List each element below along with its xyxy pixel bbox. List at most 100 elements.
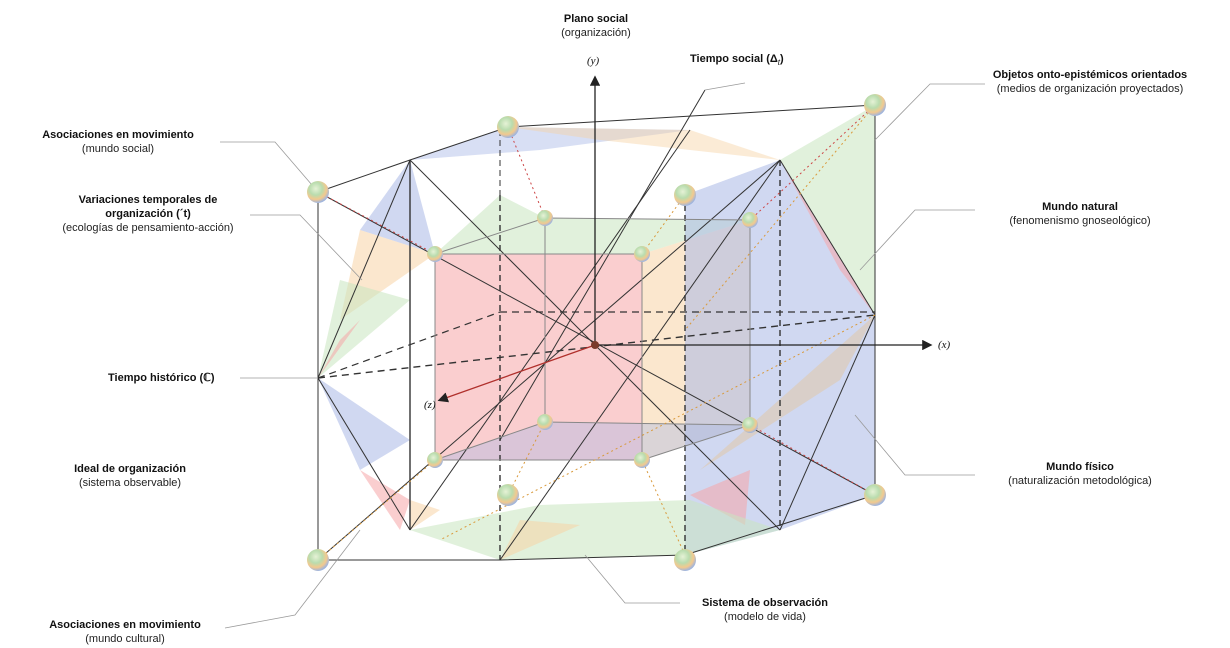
label-plano-social: Plano social (organización)	[548, 12, 644, 40]
label-tiempo-historico: Tiempo histórico (ℂ)	[108, 371, 214, 385]
sphere-outer-top-mid	[497, 116, 519, 138]
sphere-outer-top-right	[864, 94, 886, 116]
dot-orange-4	[641, 194, 686, 255]
label-objetos-title: Objetos onto-epistémicos orientados	[992, 69, 1188, 81]
label-tiempo-social-close: )	[780, 53, 784, 65]
diag-4	[499, 159, 781, 561]
right-lower-red	[690, 470, 750, 525]
label-tiempo-social-title: Tiempo social (Δ	[690, 53, 778, 65]
sphere-outer-top-left	[307, 181, 329, 203]
diag-5	[409, 129, 691, 531]
label-ideal: Ideal de organización (sistema observabl…	[30, 462, 230, 490]
label-asoc-cultural-title: Asociaciones en movimiento	[49, 619, 201, 631]
label-asoc-cultural-sub: (mundo cultural)	[85, 633, 165, 645]
bottom-green-strip	[410, 500, 780, 560]
left-blue-tri	[360, 160, 435, 254]
sphere-inner-bl	[427, 452, 443, 468]
origin-point	[591, 341, 599, 349]
label-asoc-social-sub: (mundo social)	[81, 143, 155, 155]
central-square-outline	[434, 253, 643, 461]
left-green-tri	[318, 280, 410, 378]
colored-faces	[318, 105, 875, 560]
leader-variaciones	[250, 214, 363, 281]
label-mundo-natural: Mundo natural (fenomenismo gnoseológico)	[975, 200, 1185, 228]
lower-left-red	[360, 470, 410, 530]
y-axis-label: (y)	[587, 55, 600, 67]
right-blue-face	[685, 160, 875, 555]
sphere-inner-brr	[742, 417, 758, 433]
label-objetos: Objetos onto-epistémicos orientados (med…	[980, 68, 1200, 96]
box-inner-bottom2	[544, 421, 751, 426]
central-top-green	[435, 218, 750, 254]
sphere-outer-bottom-mid	[497, 484, 519, 506]
box-inner-bottom	[434, 421, 546, 461]
dot-orange-1	[317, 459, 436, 561]
label-asoc-social-title: Asociaciones en movimiento	[42, 129, 194, 141]
label-ideal-sub: (sistema observable)	[78, 477, 182, 489]
label-plano-social-title: Plano social	[563, 13, 629, 25]
label-tiempo-social: Tiempo social (Δt)	[690, 52, 784, 70]
label-mundo-fisico-sub: (naturalización metodológica)	[1008, 475, 1152, 487]
diag-6	[317, 159, 411, 379]
tiempo-social-line	[499, 89, 706, 441]
central-red-square	[435, 254, 642, 460]
label-tiempo-historico-title: Tiempo histórico (ℂ)	[108, 372, 215, 384]
structure-lines	[317, 89, 876, 561]
right-tan-tri	[700, 315, 875, 470]
leader-asoc-cultural	[224, 529, 361, 629]
sphere-outer-bottom-right	[674, 549, 696, 571]
label-variaciones: Variaciones temporales de organización (…	[50, 193, 246, 235]
leader-tiempo-social	[704, 82, 746, 91]
sphere-inner-trr	[742, 212, 758, 228]
label-asoc-cultural: Asociaciones en movimiento (mundo cultur…	[25, 618, 225, 646]
label-tiempo-social-sub: t	[777, 58, 781, 68]
label-asoc-social: Asociaciones en movimiento (mundo social…	[20, 128, 216, 156]
leader-sistema	[584, 554, 680, 604]
right-green-face	[780, 105, 875, 315]
dot-orange-5	[684, 104, 876, 331]
left-diag-dash	[317, 311, 501, 379]
leader-asoc-social	[220, 141, 319, 193]
leader-objetos	[874, 83, 985, 141]
sphere-inner-tm	[537, 210, 553, 226]
leader-lines	[220, 82, 985, 629]
leader-mundo-fisico	[854, 414, 975, 476]
dot-orange-2	[641, 459, 686, 556]
dot-orange-6	[439, 314, 876, 541]
dot-red-3	[749, 104, 876, 221]
label-variaciones-title1: Variaciones temporales de	[78, 194, 218, 206]
spheres	[307, 94, 886, 571]
axes	[437, 75, 933, 403]
label-ideal-title: Ideal de organización	[74, 463, 186, 475]
sphere-outer-bottom-left	[307, 549, 329, 571]
sphere-inner-br	[634, 452, 650, 468]
top-blue-strip	[410, 127, 690, 160]
diag-8	[779, 159, 876, 316]
outer-top-edge	[317, 104, 876, 193]
lower-left-blue	[318, 378, 410, 470]
label-sistema-title: Sistema de observación	[702, 597, 828, 609]
dot-red-4	[749, 424, 876, 496]
lower-left-orange	[410, 500, 440, 530]
label-objetos-sub: (medios de organización proyectados)	[996, 83, 1184, 95]
dot-red-2	[507, 126, 546, 219]
sphere-inner-tr	[634, 246, 650, 262]
sphere-mid-top-right	[674, 184, 696, 206]
label-sistema-observacion: Sistema de observación (modelo de vida)	[680, 596, 850, 624]
label-plano-social-sub: (organización)	[561, 27, 631, 39]
z-axis	[437, 344, 596, 403]
label-variaciones-sub: (ecologías de pensamiento-acción)	[62, 222, 234, 234]
label-mundo-natural-sub: (fenomenismo gnoseológico)	[1009, 215, 1151, 227]
sphere-outer-right-bottom	[864, 484, 886, 506]
sphere-inner-tl	[427, 246, 443, 262]
label-mundo-natural-title: Mundo natural	[1042, 201, 1118, 213]
x-axis-label: (x)	[938, 339, 951, 351]
sphere-inner-bm	[537, 414, 553, 430]
label-mundo-fisico-title: Mundo físico	[1046, 461, 1114, 473]
diag-7	[317, 377, 411, 531]
label-mundo-fisico: Mundo físico (naturalización metodológic…	[975, 460, 1185, 488]
label-variaciones-title2: organización (´t)	[105, 208, 191, 220]
bottom-orange-strip	[500, 520, 580, 560]
dot-red-1	[317, 191, 436, 255]
dotted-connectors	[317, 104, 876, 561]
